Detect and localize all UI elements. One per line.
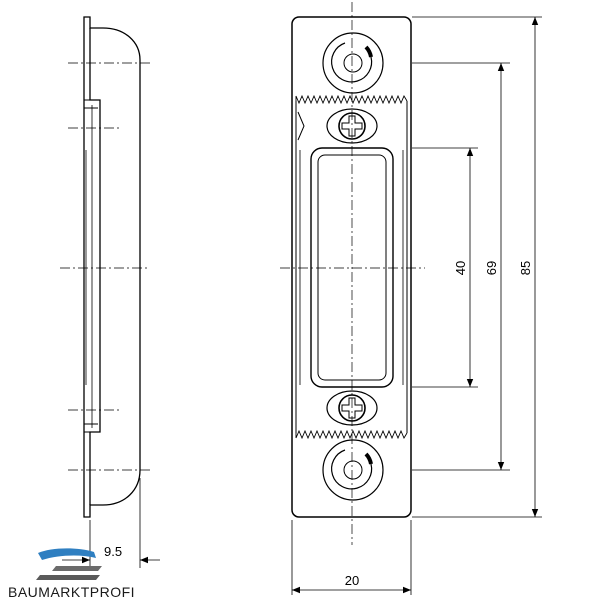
- side-view-centerlines: [60, 62, 150, 471]
- logo-swoosh-icon: [38, 548, 96, 560]
- dimension-lines: [292, 17, 539, 594]
- mounting-hole-bottom: [322, 439, 384, 501]
- front-plate-outline: [291, 16, 412, 518]
- mounting-hole-top: [322, 32, 384, 94]
- side-view-tab-top: [84, 99, 100, 109]
- extension-lines: [291, 16, 542, 595]
- front-view: [291, 16, 412, 518]
- slot-length-label: 40: [453, 261, 468, 275]
- hole-spacing-label: 69: [484, 261, 499, 275]
- front-view-centerlines: [280, 2, 425, 545]
- side-view-inner-step: [89, 28, 101, 505]
- width-label: 20: [345, 573, 359, 588]
- thickness-dimension: [62, 478, 160, 568]
- serrated-edge-top: [295, 94, 408, 105]
- brand-logo: BAUMARKTPROFI: [8, 548, 135, 600]
- side-view: [83, 16, 141, 518]
- thickness-label: 9.5: [104, 544, 122, 559]
- total-length-label: 85: [518, 261, 533, 275]
- side-view-tab-bottom: [84, 423, 100, 433]
- bevel-mark: [297, 111, 305, 141]
- brand-name: BAUMARKTPROFI: [8, 584, 135, 600]
- serrated-edge-bottom: [295, 429, 408, 440]
